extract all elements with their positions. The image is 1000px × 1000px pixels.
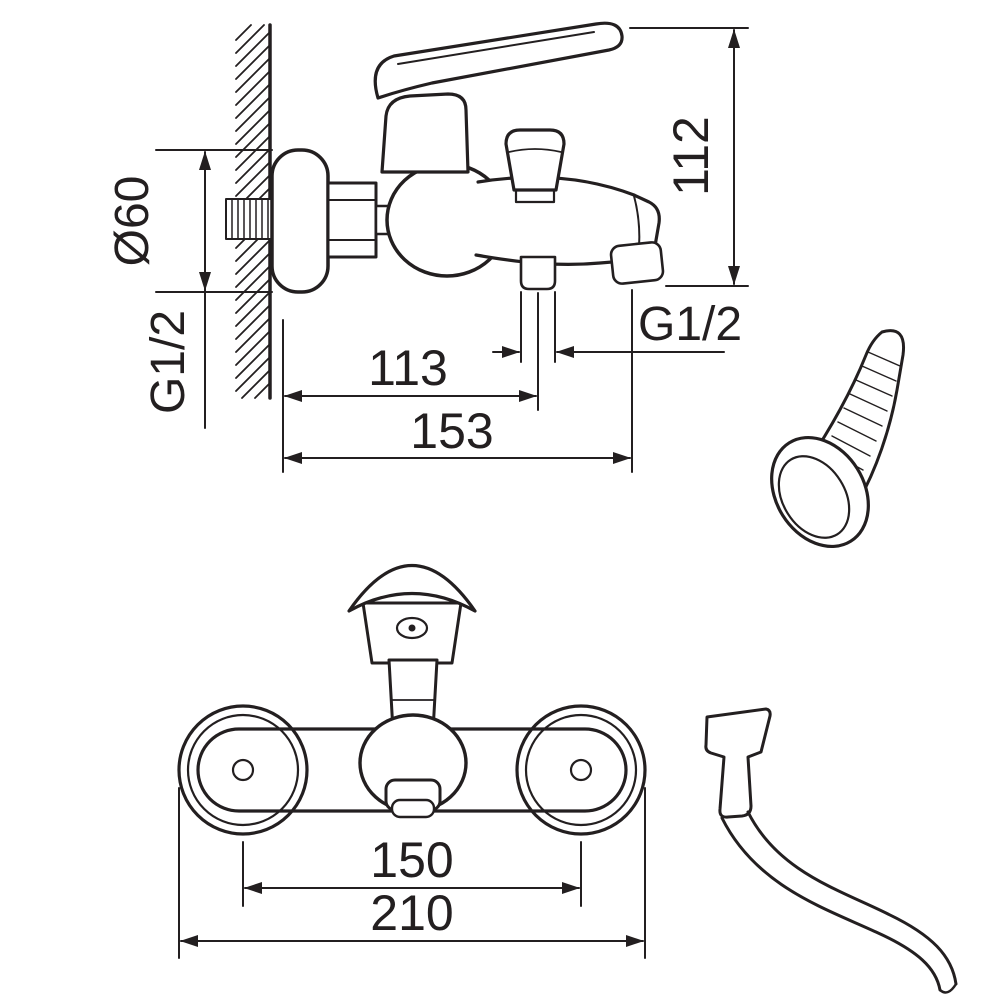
lever-edge-line (397, 31, 595, 65)
hand-shower-set (704, 329, 958, 994)
diverter-knob-line (508, 148, 562, 153)
shower-head-face (777, 455, 851, 539)
dim-width-210: 210 (178, 787, 646, 959)
dim-offset-113: 113 (282, 292, 539, 473)
mounting-nut-facets (327, 199, 377, 241)
hose-end-cap (938, 982, 958, 994)
left-inlet-center (231, 758, 255, 782)
shower-head-outer (770, 435, 870, 549)
arrow-left-icon (556, 346, 574, 358)
arrow-right-icon (613, 452, 631, 464)
height-label: 112 (663, 116, 719, 196)
arrow-right-icon (562, 882, 580, 894)
width-label: 210 (370, 885, 453, 941)
width-extension-lines (178, 787, 646, 959)
front-lever-top (347, 563, 477, 613)
arrow-right-icon (519, 390, 537, 402)
dim-height-112: 112 (629, 27, 749, 287)
outlet-thread-extension-lines (520, 291, 556, 363)
shower-hose-inner-line (746, 810, 958, 986)
right-inlet-center (569, 758, 593, 782)
mixer-lever (373, 21, 624, 100)
right-escutcheon-inner (524, 713, 638, 827)
shower-hose-outlet (519, 255, 557, 291)
wall-escutcheon (270, 148, 330, 294)
wall-thread-label: G1/2 (142, 310, 195, 414)
arrow-down-icon (199, 272, 211, 291)
cartridge-cover (380, 92, 470, 174)
indicator-dot (408, 624, 416, 632)
spout-aerator (609, 241, 665, 285)
height-extension-lines (629, 27, 749, 287)
outlet-thread-label: G1/2 (638, 298, 742, 351)
shower-hose-outer-line (720, 816, 942, 992)
diameter-extension-lines (155, 149, 273, 293)
spacing-label: 150 (370, 832, 453, 888)
dim-wall-thread: G1/2 (142, 289, 206, 429)
arrow-up-icon (199, 151, 211, 170)
arrow-left-icon (244, 882, 262, 894)
front-view-mixer (177, 563, 647, 836)
arrow-left-icon (180, 935, 198, 947)
arrow-down-icon (728, 266, 740, 285)
dim-reach-153: 153 (284, 289, 633, 473)
grip-texture (825, 351, 901, 471)
shower-holder (704, 707, 772, 819)
dim-outlet-thread: G1/2 (492, 291, 742, 363)
arrow-right-icon (502, 346, 520, 358)
reach-label: 153 (410, 403, 493, 459)
mounting-nut (326, 181, 378, 259)
wall-thread-pipe (225, 198, 275, 240)
diverter-knob (504, 128, 566, 192)
dim-spacing-150: 150 (242, 832, 582, 907)
thread-lines (231, 198, 269, 240)
left-escutcheon-inner (186, 713, 300, 827)
arrow-left-icon (284, 452, 302, 464)
arrow-up-icon (728, 29, 740, 48)
front-aerator (390, 798, 436, 819)
offset-label: 113 (368, 340, 448, 396)
dim-escutcheon-diameter: Ø60 (106, 149, 273, 293)
side-view-mixer (225, 21, 665, 294)
arrow-right-icon (626, 935, 644, 947)
diameter-label: Ø60 (106, 176, 159, 267)
spacing-extension-lines (242, 841, 582, 907)
arrow-left-icon (284, 390, 302, 402)
